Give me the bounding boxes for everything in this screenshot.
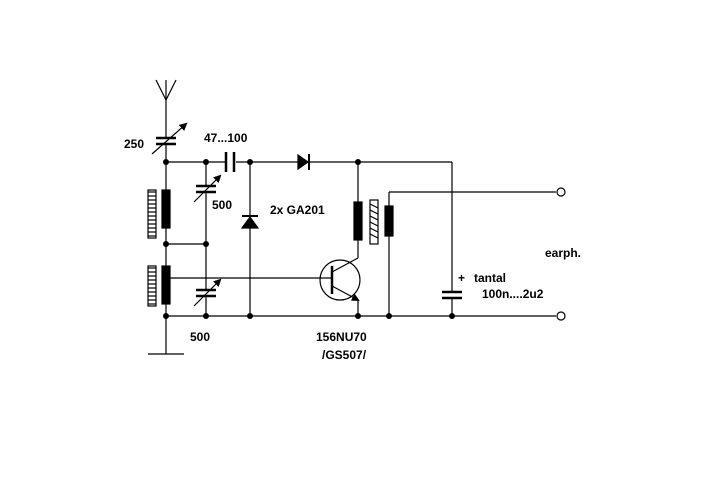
label-capacitor-value: 100n....2u2 [482,287,544,301]
upper-coil [147,189,171,239]
tantal-capacitor [442,290,462,316]
label-capacitor-type: tantal [474,271,506,285]
series-diode [297,153,310,171]
label-earphone: earph. [545,246,581,260]
shunt-diode [240,162,260,316]
earphone-terminal-top [556,187,566,197]
trimmer-capacitor-250 [151,122,188,162]
label-polarity: + [458,271,465,285]
antenna-symbol [155,79,177,138]
earphone-terminal-bottom [556,311,566,321]
transistor-symbol [319,240,361,316]
coil-tap-wire [166,243,320,279]
label-transistor: 156NU70 [316,330,367,344]
output-transformer [353,162,394,316]
trimmer-capacitor-top [193,162,222,244]
label-trimmer-250: 250 [124,137,144,151]
label-diodes: 2x GA201 [270,203,325,217]
lower-coil [147,265,171,307]
top-rail-wire [166,161,453,292]
trimmer-capacitor-bottom [193,244,222,316]
coupling-capacitor [224,152,236,172]
junction-dots [163,159,455,319]
label-trimmer-bottom: 500 [190,330,210,344]
label-trimmer-top: 500 [212,198,232,212]
label-coupling-cap: 47...100 [204,131,248,145]
label-transistor-alt: /GS507/ [322,348,367,362]
